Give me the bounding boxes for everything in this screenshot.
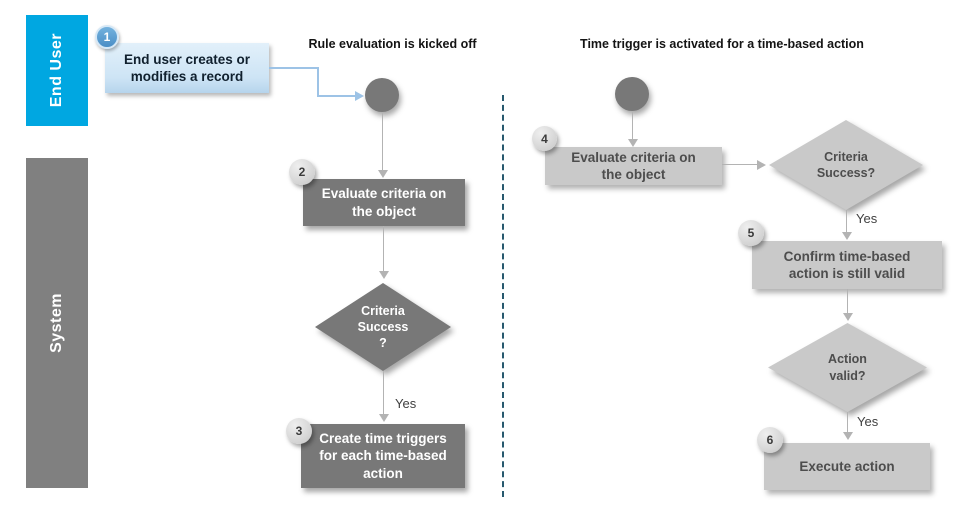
step3-badge: 3	[286, 418, 312, 444]
left-flow-title: Rule evaluation is kicked off	[308, 37, 477, 51]
yes-label-left: Yes	[395, 396, 417, 411]
step3-create-triggers-box: Create time triggers for each time-based…	[301, 424, 465, 488]
decision-action-valid: Action valid?	[768, 323, 927, 412]
arrow-decision2-to-step6-line	[847, 412, 848, 433]
flow-divider	[502, 95, 504, 497]
arrow-step5-to-decision2-head-icon	[843, 313, 853, 321]
step6-execute-action-box: Execute action	[764, 443, 930, 490]
arrow-step5-to-decision2-line	[847, 289, 848, 314]
arrow-decision-to-step3-line	[383, 371, 384, 415]
step5-badge: 5	[738, 220, 764, 246]
connector-step1-segment-v	[317, 67, 319, 96]
arrow-step2-to-decision-head-icon	[379, 271, 389, 279]
swimlane-end-user: End User	[26, 15, 88, 126]
arrow-decision-to-step3-head-icon	[379, 414, 389, 422]
swimlane-system: System	[26, 158, 88, 488]
step6-badge: 6	[757, 427, 783, 453]
arrow-decision2-to-step6-head-icon	[843, 432, 853, 440]
swimlane-end-user-label: End User	[48, 33, 65, 108]
yes-label-right-2: Yes	[857, 414, 879, 429]
decision-criteria-success-left: Criteria Success ?	[315, 283, 451, 371]
yes-label-right-1: Yes	[856, 211, 878, 226]
start-node-left	[365, 78, 399, 112]
arrow-start-to-step4-line	[632, 111, 633, 140]
step4-evaluate-criteria-box: Evaluate criteria on the object	[545, 147, 722, 185]
step2-evaluate-criteria-box: Evaluate criteria on the object	[303, 179, 465, 226]
connector-step1-segment-h1	[269, 67, 319, 69]
step5-confirm-action-box: Confirm time-based action is still valid	[752, 241, 942, 289]
arrow-start-to-step2-line	[382, 112, 383, 171]
start-node-right	[615, 77, 649, 111]
arrow-start-to-step4-head-icon	[628, 139, 638, 147]
step1-badge: 1	[95, 25, 119, 49]
step2-badge: 2	[289, 159, 315, 185]
arrow-start-to-step2-head-icon	[378, 170, 388, 178]
swimlane-system-label: System	[48, 293, 65, 353]
decision-criteria-success-right-label: Criteria Success?	[769, 120, 923, 210]
step4-badge: 4	[532, 126, 557, 151]
arrow-step2-to-decision-line	[383, 226, 384, 272]
arrow-decision1-to-step5-line	[846, 210, 847, 233]
decision-criteria-success-left-label: Criteria Success ?	[315, 283, 451, 371]
step1-create-record-box: End user creates or modifies a record	[105, 43, 269, 93]
right-flow-title: Time trigger is activated for a time-bas…	[580, 37, 864, 51]
connector-step1-arrowhead-icon	[355, 91, 364, 101]
arrow-step4-to-decision1-line	[722, 164, 758, 165]
decision-criteria-success-right: Criteria Success?	[769, 120, 923, 210]
arrow-step4-to-decision1-head-icon	[757, 160, 766, 170]
connector-step1-segment-h2	[317, 95, 355, 97]
decision-action-valid-label: Action valid?	[768, 323, 927, 412]
arrow-decision1-to-step5-head-icon	[842, 232, 852, 240]
